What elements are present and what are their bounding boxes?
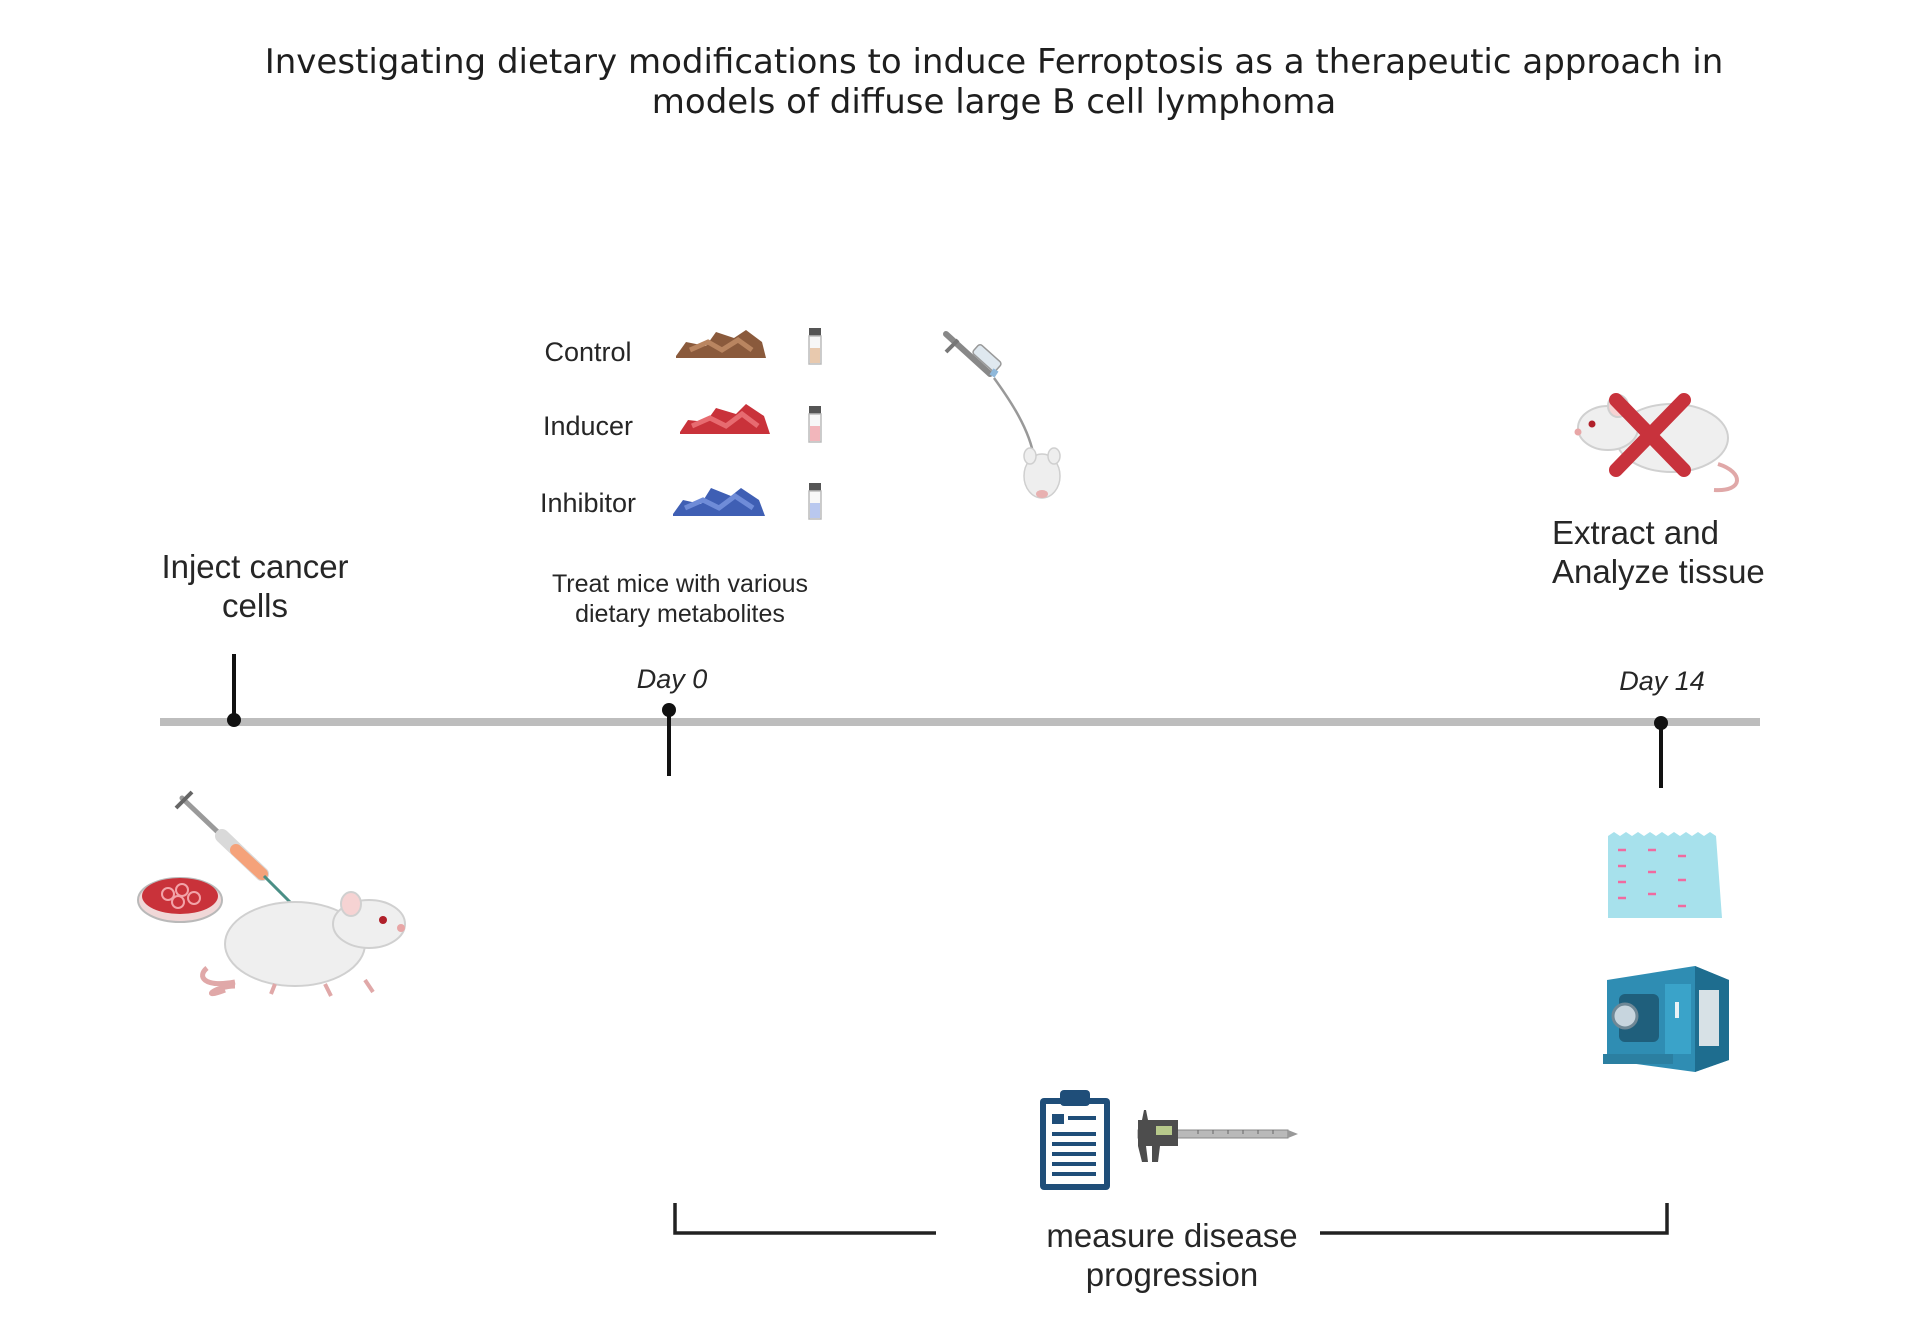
cross-mark-icon <box>1609 393 1691 477</box>
petri-dish-icon <box>137 877 223 923</box>
injection-syringe-icon <box>174 790 294 906</box>
day-14-label: Day 14 <box>1619 666 1705 696</box>
treat-caption: Treat mice with various dietary metaboli… <box>500 569 860 629</box>
gel-electrophoresis-icon <box>1608 832 1722 918</box>
extract-caption: Extract and Analyze tissue <box>1552 513 1792 591</box>
measure-caption-line-1: measure disease <box>1046 1217 1298 1254</box>
clipboard-icon <box>1040 1090 1110 1190</box>
diet-label-inducer: Inducer <box>542 411 634 441</box>
diet-label-inhibitor: Inhibitor <box>539 488 637 518</box>
measure-caption-line-2: progression <box>1085 1256 1259 1293</box>
caliper-icon <box>1137 1110 1298 1162</box>
mouse-injected-icon <box>200 891 406 997</box>
tick-day-14 <box>1654 716 1668 788</box>
food-pellets-inducer-icon <box>680 404 770 434</box>
day-0-label: Day 0 <box>636 664 708 694</box>
extract-caption-line-2: Analyze tissue <box>1552 553 1765 590</box>
measurement-bracket <box>673 1203 1669 1235</box>
diet-label-control: Control <box>544 337 632 367</box>
treat-caption-line-2: dietary metabolites <box>575 600 785 628</box>
mouse-head-icon <box>1023 447 1061 499</box>
treat-caption-line-1: Treat mice with various <box>551 570 809 598</box>
extract-caption-line-1: Extract and <box>1552 514 1719 551</box>
inject-caption: Inject cancer cells <box>120 547 390 625</box>
vial-control-icon <box>808 328 822 365</box>
inject-caption-line-2: cells <box>221 587 289 624</box>
tick-inject <box>227 654 241 727</box>
diagram-title: Investigating dietary modifications to i… <box>0 42 1920 122</box>
food-pellets-control-icon <box>676 330 766 358</box>
inject-caption-line-1: Inject cancer <box>161 548 349 585</box>
title-line-1: Investigating dietary modifications to i… <box>264 42 1724 82</box>
measure-caption: measure disease progression <box>1012 1216 1332 1294</box>
food-pellets-inhibitor-icon <box>673 488 765 516</box>
tick-day-0 <box>662 703 676 776</box>
vial-inhibitor-icon <box>808 483 822 520</box>
mass-spectrometer-icon <box>1603 966 1729 1072</box>
title-line-2: models of diffuse large B cell lymphoma <box>651 82 1337 122</box>
gavage-syringe-icon <box>943 331 1036 459</box>
vial-inducer-icon <box>808 406 822 443</box>
